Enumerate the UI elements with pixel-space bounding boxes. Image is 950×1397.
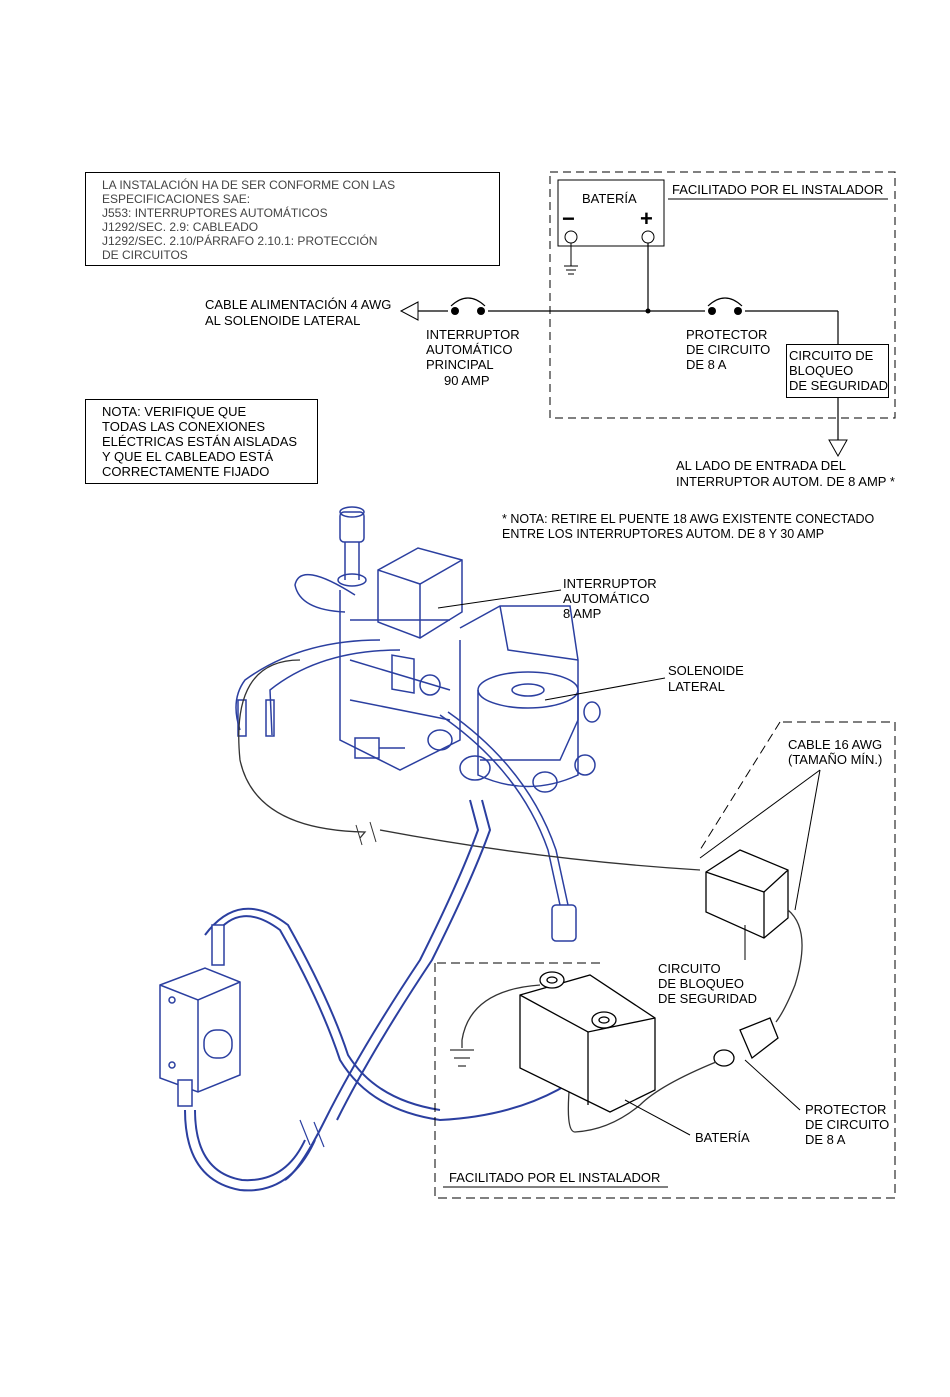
breaker-8a-line-2: AUTOMÁTICO — [563, 591, 650, 606]
verify-note-line-5: CORRECTAMENTE FIJADO — [102, 464, 270, 479]
inline-protector — [713, 1017, 779, 1067]
main-breaker-illustration — [159, 924, 241, 1107]
main-breaker-line-4: 90 AMP — [444, 373, 490, 388]
battery-label: BATERÍA — [582, 191, 637, 206]
cable-16-line-1: CABLE 16 AWG — [788, 737, 883, 752]
installer-label-top: FACILITADO POR EL INSTALADOR — [672, 182, 884, 197]
installer-label-bottom: FACILITADO POR EL INSTALADOR — [449, 1170, 661, 1185]
battery-positive-terminal — [641, 230, 655, 244]
sae-note-line-3: J553: INTERRUPTORES AUTOMÁTICOS — [102, 206, 328, 220]
verify-note-box — [85, 399, 318, 484]
interlock-illus-line-2: DE BLOQUEO — [658, 976, 744, 991]
solenoid-body — [477, 671, 579, 709]
sae-note-line-5: J1292/SEC. 2.10/PÁRRAFO 2.10.1: PROTECCI… — [102, 234, 378, 248]
feed-cable-line-1: CABLE ALIMENTACIÓN 4 AWG — [205, 297, 392, 312]
protector-line-2: DE CIRCUITO — [686, 342, 771, 357]
interlock-illus-line-3: DE SEGURIDAD — [658, 991, 757, 1006]
leader-lines — [437, 589, 821, 1136]
bus-junction — [645, 308, 651, 314]
interlock-line-1: CIRCUITO DE — [789, 348, 874, 363]
sae-note-line-6: DE CIRCUITOS — [102, 248, 188, 262]
sae-note-line-1: LA INSTALACIÓN HA DE SER CONFORME CON LA… — [102, 178, 396, 192]
protector-wire — [775, 909, 803, 1023]
cable-16-line-2: (TAMAÑO MÍN.) — [788, 752, 883, 767]
battery-negative-terminal — [564, 230, 578, 244]
jumper-note-line-2: ENTRE LOS INTERRUPTORES AUTOM. DE 8 Y 30… — [502, 527, 825, 541]
verify-note-line-1: NOTA: VERIFIQUE QUE — [102, 404, 247, 419]
battery-illus-label: BATERÍA — [695, 1130, 750, 1145]
verify-note-line-3: ELÉCTRICAS ESTÁN AISLADAS — [102, 434, 298, 449]
verify-note-line-2: TODAS LAS CONEXIONES — [102, 419, 266, 434]
input-side-line-1: AL LADO DE ENTRADA DEL — [676, 458, 847, 473]
main-breaker-line-1: INTERRUPTOR — [426, 327, 520, 342]
feed-cable-line-2: AL SOLENOIDE LATERAL — [205, 313, 361, 328]
protector-line-1: PROTECTOR — [686, 327, 768, 342]
feed-arrow — [399, 301, 419, 321]
breaker-8a-line-3: 8 AMP — [563, 606, 602, 621]
power-cable — [184, 799, 601, 1192]
interlock-line-2: BLOQUEO — [789, 363, 854, 378]
battery-minus-sign: − — [562, 206, 575, 231]
interlock-illus-line-1: CIRCUITO — [658, 961, 721, 976]
sae-note-line-2: ESPECIFICACIONES SAE: — [102, 192, 251, 206]
verify-note-line-4: Y QUE EL CABLEADO ESTÁ — [102, 449, 274, 464]
main-breaker-line-2: AUTOMÁTICO — [426, 342, 513, 357]
interlock-wire — [238, 659, 701, 871]
main-breaker-line-3: PRINCIPAL — [426, 357, 494, 372]
installer-region-bottom — [434, 721, 896, 1199]
protector-line-3: DE 8 A — [686, 357, 727, 372]
jumper-note-line-1: * NOTA: RETIRE EL PUENTE 18 AWG EXISTENT… — [502, 512, 875, 526]
interlock-line-3: DE SEGURIDAD — [789, 378, 888, 393]
protector-illus-line-1: PROTECTOR — [805, 1102, 887, 1117]
battery-plus-sign: + — [640, 206, 653, 231]
solenoid-line-1: SOLENOIDE — [668, 663, 744, 678]
installer-region-top — [549, 171, 896, 419]
battery-illustration — [519, 971, 656, 1113]
sae-note-line-4: J1292/SEC. 2.9: CABLEADO — [102, 220, 259, 234]
input-side-line-2: INTERRUPTOR AUTOM. DE 8 AMP * — [676, 474, 895, 489]
solenoid-line-2: LATERAL — [668, 679, 725, 694]
protector-illus-line-2: DE CIRCUITO — [805, 1117, 890, 1132]
interlock-box-schematic — [786, 344, 889, 398]
protector-illus-line-3: DE 8 A — [805, 1132, 846, 1147]
sae-note-box — [85, 172, 500, 266]
protector-symbol — [708, 307, 716, 315]
breaker-8a-line-1: INTERRUPTOR — [563, 576, 657, 591]
interlock-box — [705, 849, 789, 939]
solenoid-assembly — [235, 506, 601, 942]
input-side-arrow — [828, 439, 848, 458]
main-breaker-symbol — [451, 307, 459, 315]
